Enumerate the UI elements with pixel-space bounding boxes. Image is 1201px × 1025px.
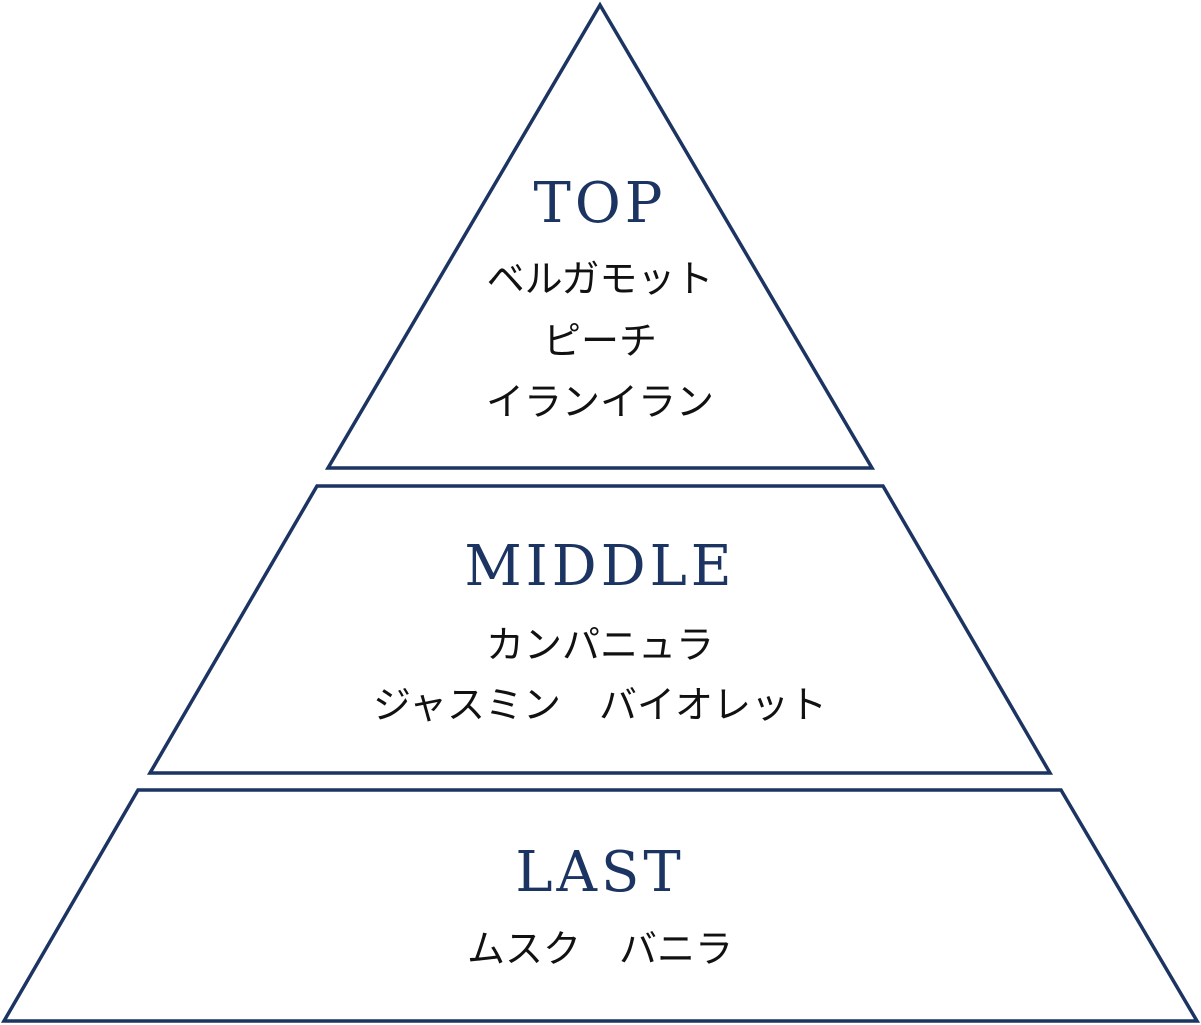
tier-top-note: ピーチ — [543, 319, 657, 363]
tier-top: TOP ベルガモット ピーチ イランイラン — [324, 1, 876, 470]
tier-last-note: ムスク バニラ — [467, 927, 733, 971]
tier-top-heading: TOP — [534, 171, 667, 236]
tier-middle-note: ジャスミン バイオレット — [373, 683, 827, 727]
tier-top-shape — [324, 1, 876, 470]
tier-last-shape — [0, 788, 1201, 1023]
tier-middle-shape — [146, 484, 1054, 775]
tier-last-heading: LAST — [515, 840, 684, 905]
tier-middle-heading: MIDDLE — [464, 534, 735, 599]
tier-middle-note: カンパニュラ — [486, 623, 714, 667]
tier-middle: MIDDLE カンパニュラ ジャスミン バイオレット — [146, 484, 1054, 775]
tier-top-note: ベルガモット — [487, 257, 714, 301]
tier-last: LAST ムスク バニラ — [0, 788, 1201, 1023]
tier-top-note: イランイラン — [486, 380, 714, 424]
